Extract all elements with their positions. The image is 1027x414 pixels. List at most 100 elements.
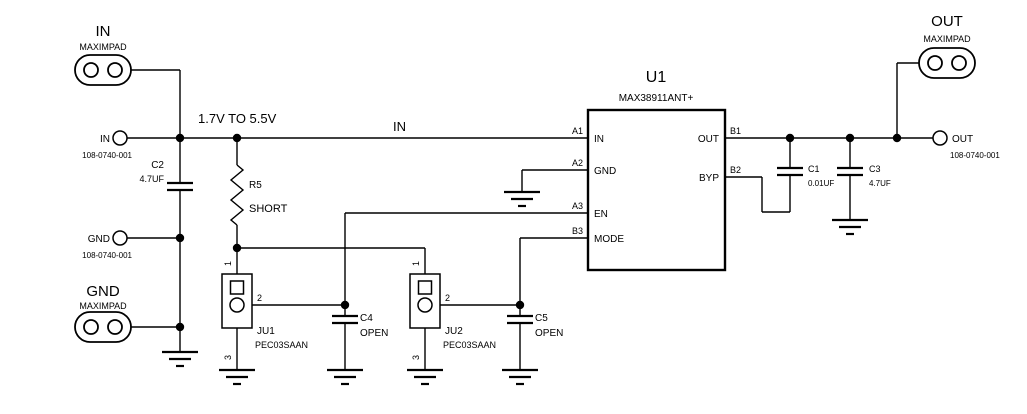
u1-ref: U1 xyxy=(646,69,667,86)
ic-body xyxy=(586,108,727,272)
u1-pin-a2-num: A2 xyxy=(572,158,583,168)
c3-value: 4.7UF xyxy=(869,179,891,188)
pad-in: IN MAXIMPAD xyxy=(74,23,132,86)
ground-symbol xyxy=(327,368,363,386)
junction-dot xyxy=(515,300,525,310)
voltage-range-label: 1.7V TO 5.5V xyxy=(198,111,277,126)
terminal-gnd-label: GND xyxy=(88,234,110,245)
terminal-gnd: GND 108-0740-001 xyxy=(82,230,133,260)
capacitor-c2: C2 4.7UF xyxy=(139,160,193,192)
c4-value: OPEN xyxy=(360,328,388,339)
pad-out-title: OUT xyxy=(931,13,963,30)
ground-symbol xyxy=(504,190,540,208)
u1-pin-b1-name: OUT xyxy=(698,134,719,145)
junction-dot xyxy=(175,233,185,243)
capacitor-c5: C5 OPEN xyxy=(507,313,563,339)
jumper-pin2-pad xyxy=(229,297,245,313)
pad-hole xyxy=(927,55,943,71)
pad-hole xyxy=(83,319,99,335)
c4-ref: C4 xyxy=(360,313,373,324)
ground-symbol xyxy=(162,350,198,368)
terminal-circle xyxy=(112,230,128,246)
junction-dot xyxy=(175,322,185,332)
ground-symbol xyxy=(407,368,443,386)
terminal-in-part: 108-0740-001 xyxy=(82,151,132,160)
c2-ref: C2 xyxy=(151,160,164,171)
capacitor-c4: C4 OPEN xyxy=(332,313,388,339)
u1-pin-b3-num: B3 xyxy=(572,226,583,236)
r5-value: SHORT xyxy=(249,203,288,215)
r5-ref: R5 xyxy=(249,180,262,191)
jumper-pin1-pad xyxy=(229,280,245,295)
u1-part: MAX38911ANT+ xyxy=(619,93,694,104)
terminal-gnd-part: 108-0740-001 xyxy=(82,251,132,260)
ju1-ref: JU1 xyxy=(257,326,275,337)
junction-dot xyxy=(892,133,902,143)
u1-pin-a3-name: EN xyxy=(594,209,608,220)
ju1-pin1-num: 1 xyxy=(223,261,233,266)
c5-value: OPEN xyxy=(535,328,563,339)
terminal-circle xyxy=(932,130,948,146)
terminal-out-part: 108-0740-001 xyxy=(950,151,1000,160)
pad-hole xyxy=(107,319,123,335)
junction-dot xyxy=(232,243,242,253)
terminal-out-label: OUT xyxy=(952,134,973,145)
terminal-in-label: IN xyxy=(100,134,110,145)
ju2-pin2-num: 2 xyxy=(445,293,450,303)
c1-value: 0.01UF xyxy=(808,179,834,188)
ju1-pin3-num: 3 xyxy=(223,355,233,360)
capacitor-c1: C1 0.01UF xyxy=(777,164,834,188)
terminal-circle xyxy=(112,130,128,146)
junction-dot xyxy=(845,133,855,143)
capacitor-c3: C3 4.7UF xyxy=(837,164,891,188)
u1-pin-b3-name: MODE xyxy=(594,234,624,245)
u1-pin-a2-name: GND xyxy=(594,166,616,177)
terminal-out: OUT 108-0740-001 xyxy=(932,130,1000,160)
ju2-ref: JU2 xyxy=(445,326,463,337)
ju2-pin3-num: 3 xyxy=(411,355,421,360)
jumper-ju1: 1 2 3 JU1 PEC03SAAN xyxy=(221,261,308,360)
junction-dot xyxy=(785,133,795,143)
ground-symbol xyxy=(219,368,255,386)
pad-gnd-subtitle: MAXIMPAD xyxy=(79,301,127,311)
pad-out-subtitle: MAXIMPAD xyxy=(923,34,971,44)
jumper-pin1-pad xyxy=(417,280,433,295)
pad-out: OUT MAXIMPAD xyxy=(918,13,976,79)
junction-dot xyxy=(175,133,185,143)
ju1-value: PEC03SAAN xyxy=(255,340,308,350)
pad-gnd: GND MAXIMPAD xyxy=(74,283,132,343)
pad-in-title: IN xyxy=(96,23,111,40)
u1-pin-b2-name: BYP xyxy=(699,173,719,184)
pad-gnd-title: GND xyxy=(86,283,120,300)
junction-dots xyxy=(175,133,902,332)
junction-dot xyxy=(232,133,242,143)
junction-dot xyxy=(340,300,350,310)
pad-hole xyxy=(951,55,967,71)
u1-pin-a3-num: A3 xyxy=(572,201,583,211)
resistor-r5: R5 SHORT xyxy=(229,164,288,226)
ju2-pin1-num: 1 xyxy=(411,261,421,266)
ju2-value: PEC03SAAN xyxy=(443,340,496,350)
terminal-in: IN 108-0740-001 xyxy=(82,130,133,160)
c2-value: 4.7UF xyxy=(139,174,164,184)
c3-ref: C3 xyxy=(869,164,881,174)
ground-symbol xyxy=(832,218,868,236)
c5-ref: C5 xyxy=(535,313,548,324)
ground-symbol xyxy=(502,368,538,386)
pad-hole xyxy=(107,62,123,78)
ju1-pin2-num: 2 xyxy=(257,293,262,303)
wires xyxy=(127,62,933,370)
net-label-in: IN xyxy=(393,119,406,134)
resistor-zigzag xyxy=(229,164,245,226)
ic-u1: U1 MAX38911ANT+ A1 IN A2 GND A3 EN B3 MO… xyxy=(572,69,741,272)
jumper-ju2: 1 2 3 JU2 PEC03SAAN xyxy=(409,261,496,360)
pad-hole xyxy=(83,62,99,78)
u1-pin-b2-num: B2 xyxy=(730,165,741,175)
u1-pin-a1-name: IN xyxy=(594,134,604,145)
jumper-pin2-pad xyxy=(417,297,433,313)
c1-ref: C1 xyxy=(808,164,820,174)
pad-in-subtitle: MAXIMPAD xyxy=(79,42,127,52)
u1-pin-a1-num: A1 xyxy=(572,126,583,136)
